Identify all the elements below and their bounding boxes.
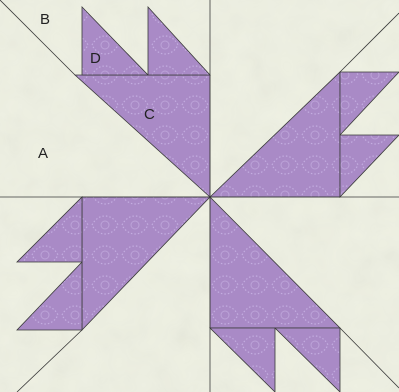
label-d: D bbox=[90, 50, 101, 67]
label-a: A bbox=[38, 145, 48, 162]
label-b: B bbox=[40, 11, 50, 28]
label-c: C bbox=[144, 106, 155, 123]
